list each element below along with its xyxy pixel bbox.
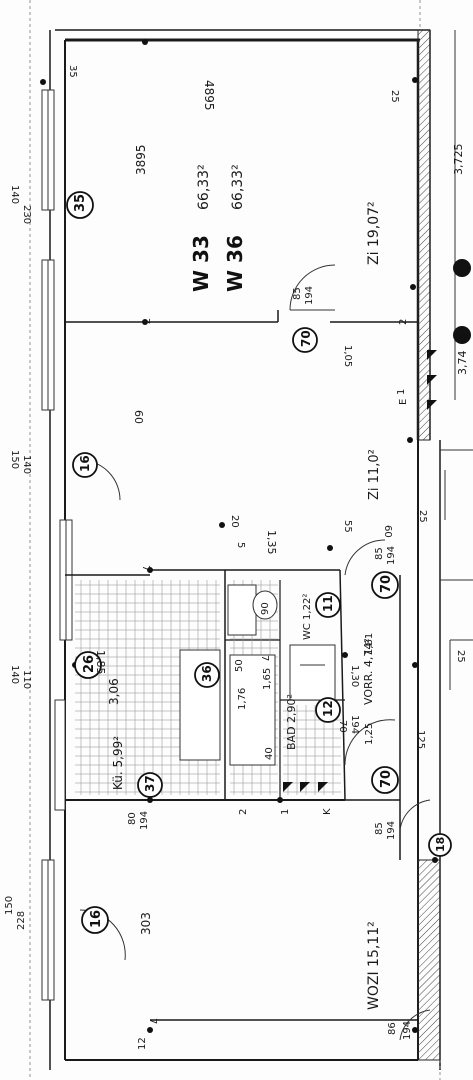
dimension-d105: 1,05 <box>342 345 353 367</box>
dimension-d60: 60 <box>132 410 145 424</box>
dimension-d4895: 4895 <box>202 80 216 111</box>
dimension-d85c: 85 <box>374 822 385 835</box>
dimension-d50: 50 <box>234 659 245 672</box>
dimension-d228: 228 <box>16 911 27 930</box>
circle-16a-label: 16 <box>78 455 92 472</box>
dimension-d1b: 1 <box>280 809 291 815</box>
dimension-d7b: 7 <box>140 565 151 571</box>
dimension-d3725: 3,725 <box>452 144 465 176</box>
dimension-d150a: 150 <box>9 450 20 469</box>
dimension-d181: 1,81 <box>364 633 375 655</box>
dimension-d60b: 60 <box>382 525 393 538</box>
dimension-d306: 3,06 <box>107 678 121 705</box>
circle-labels: 35 16 26 37 16 70 70 70 11 12 36 18 <box>73 194 447 928</box>
dimension-d125: 1,25 <box>364 723 375 745</box>
reference-circles <box>66 191 452 934</box>
dimension-d303: 303 <box>139 912 153 935</box>
dimension-d90: 90 <box>260 602 271 615</box>
dimension-d85b: 85 <box>374 547 385 560</box>
circle-70b-label: 70 <box>379 575 394 593</box>
circle-12-label: 12 <box>321 700 335 717</box>
dimension-d55: 55 <box>342 520 353 533</box>
room-vorraum-label: VORR. 4,74² <box>362 638 375 705</box>
dimension-dK: K <box>322 808 333 815</box>
room-kitchen-label: Kü. 5,99² <box>111 736 125 790</box>
circle-35-label: 35 <box>73 194 88 212</box>
dimension-d25c: 25 <box>455 650 466 663</box>
unit-w36-area: 66,33² <box>230 164 246 210</box>
dimension-d40: 40 <box>264 747 275 760</box>
circle-26-label: 26 <box>82 655 97 673</box>
room-wc-label: WC 1,22² <box>302 594 313 640</box>
dimension-dE: E <box>398 399 409 405</box>
dimension-d85a: 85 <box>292 287 303 300</box>
unit-w33-label: W 33 <box>189 235 213 292</box>
dimension-d5: 5 <box>235 542 246 548</box>
room-zimmer2-label: Zi 11,0² <box>367 449 382 500</box>
dimension-d140c: 140 <box>9 665 20 684</box>
dimension-d20: 20 <box>229 515 240 528</box>
dimension-d125b: 125 <box>415 730 426 749</box>
fixtures <box>179 259 471 792</box>
dimension-d35: 35 <box>67 65 78 78</box>
dimension-d176: 1,76 <box>237 688 248 710</box>
dimension-d2b: 2 <box>238 809 249 815</box>
circle-11-label: 11 <box>321 595 335 612</box>
dimension-d25b: 25 <box>417 510 428 523</box>
dimension-d194f: 194 <box>402 1021 413 1040</box>
dimension-d140a: 140 <box>9 185 20 204</box>
dimension-d194a: 194 <box>304 286 315 305</box>
windows-left <box>41 89 73 1001</box>
dimension-d3895: 3895 <box>134 144 148 175</box>
dimension-dots <box>40 39 438 1033</box>
dimension-d230: 230 <box>21 205 32 224</box>
construction-lines <box>29 0 441 1080</box>
dimension-d140b: 140 <box>21 455 32 474</box>
dimension-d374: 3,74 <box>456 351 469 376</box>
circle-36-label: 36 <box>200 665 214 682</box>
dimension-d194b: 194 <box>386 546 397 565</box>
dimension-d194c: 194 <box>386 821 397 840</box>
dimension-labels: 3895 4895 3,725 3,74 35 25 140 230 150 1… <box>4 65 469 1050</box>
circle-16b-label: 16 <box>89 910 104 928</box>
unit-w33-area: 66,33² <box>196 164 212 210</box>
dimension-d110: 110 <box>21 670 32 689</box>
dimension-d194d: 194 <box>139 811 150 830</box>
dimension-d135: 1,35 <box>265 530 278 555</box>
room-bath-label: BAD 2,90² <box>285 694 298 750</box>
dimension-d1a: 1 <box>396 389 407 395</box>
circle-37-label: 37 <box>143 775 157 792</box>
dimension-d86: 86 <box>387 1022 398 1035</box>
dimension-d2a: 2 <box>398 319 409 325</box>
unit-labels: W 33 66,33² W 36 66,33² <box>189 164 247 292</box>
dimension-d7c: 7 <box>259 655 270 661</box>
dimension-d80: 80 <box>127 812 138 825</box>
dimension-d165: 1,65 <box>262 668 273 690</box>
dimension-d7d: 7 <box>147 1018 158 1024</box>
dimension-d150b: 150 <box>4 896 15 915</box>
dimension-d185: 1,85 <box>94 650 107 675</box>
circle-18-label: 18 <box>434 837 447 852</box>
room-zimmer1-label: Zi 19,07² <box>366 201 382 265</box>
circle-70c-label: 70 <box>379 770 394 788</box>
room-wohnzimmer-label: WOZI 15,11² <box>366 921 382 1010</box>
room-labels: Zi 19,07² Zi 11,0² Kü. 5,99² BAD 2,90² W… <box>111 201 382 1010</box>
door-swings <box>79 264 431 1041</box>
dimension-d25a: 25 <box>389 90 400 103</box>
dimension-d7a: 7 <box>140 318 151 324</box>
dimension-d194e: 194 <box>349 715 360 734</box>
dimension-d130: 1,30 <box>349 665 360 687</box>
unit-w36-label: W 36 <box>223 235 247 292</box>
dimension-d70: 70 <box>337 720 348 733</box>
circle-70a-label: 70 <box>299 330 313 347</box>
dimension-d12: 12 <box>137 1037 148 1050</box>
